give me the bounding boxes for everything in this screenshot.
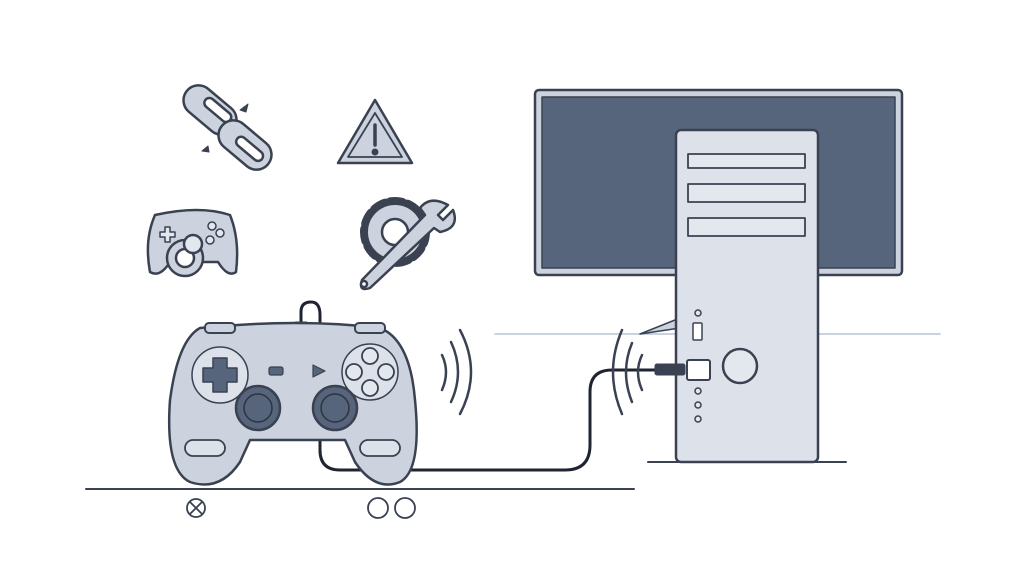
x-button-icon [186, 498, 206, 518]
face-button[interactable] [361, 379, 379, 397]
wireless-signal-icon [440, 328, 473, 416]
gamepad [167, 321, 418, 486]
broken-link-icon [182, 84, 273, 171]
power-button[interactable] [721, 347, 759, 385]
select-button[interactable] [268, 366, 284, 376]
usb-cable [299, 300, 682, 472]
start-button[interactable] [312, 364, 326, 378]
face-button[interactable] [361, 347, 379, 365]
face-button[interactable] [345, 363, 363, 381]
circle-button-icon [394, 497, 416, 519]
drive-bay [687, 153, 806, 169]
face-button[interactable] [377, 363, 395, 381]
gamepad-disconnected-icon [146, 208, 239, 278]
dpad[interactable] [202, 357, 238, 393]
usb-port[interactable] [692, 322, 703, 341]
warning-icon [336, 98, 414, 165]
wireless-signal-icon [611, 328, 644, 416]
pc-tower [639, 128, 820, 464]
circle-button-icon [367, 497, 389, 519]
usb-plug [654, 363, 686, 376]
drive-bay [687, 217, 806, 237]
drive-bay [687, 183, 806, 203]
usb-port[interactable] [686, 359, 711, 381]
gear-wrench-icon [359, 197, 457, 291]
